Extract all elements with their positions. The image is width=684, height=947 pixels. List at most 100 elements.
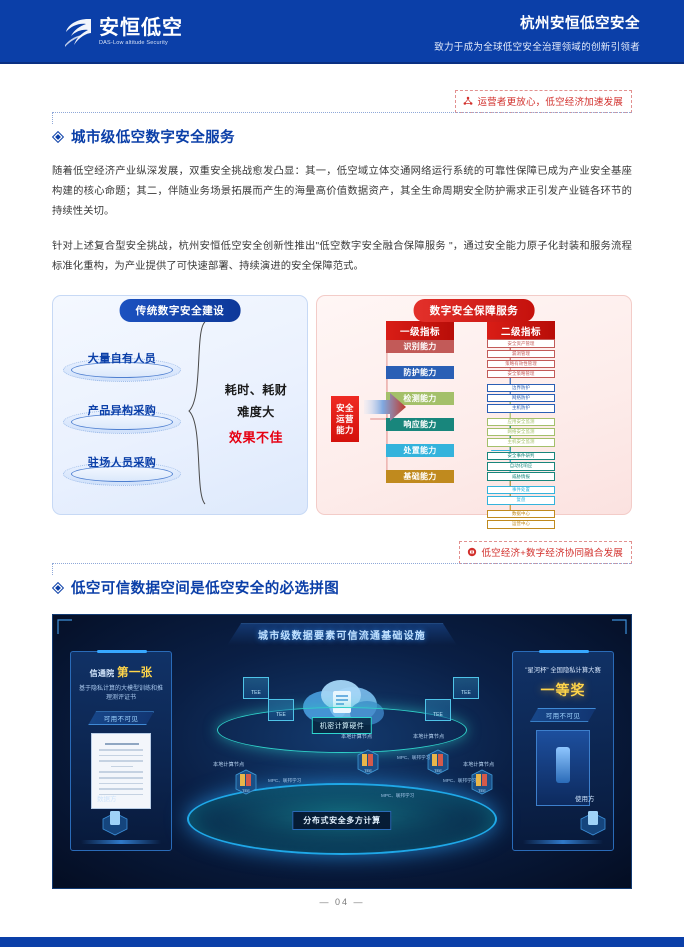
curly-brace-icon bbox=[188, 322, 206, 505]
header-underline bbox=[0, 62, 684, 64]
section2-tag-label: 低空经济+数字经济协同融合发展 bbox=[481, 548, 623, 560]
compute-node-label: 本地计算节点 bbox=[413, 734, 445, 741]
compute-node-icon: TEE bbox=[471, 769, 493, 795]
platform-label: 分布式安全多方计算 bbox=[292, 811, 392, 831]
traditional-item: 驻场人员采购 bbox=[63, 454, 185, 487]
right-card-title: "星河杯" 全国隐私计算大赛 bbox=[525, 667, 601, 675]
sub-indicator-box: 应用安全监测 bbox=[487, 417, 555, 427]
capability-box: 防护能力 bbox=[386, 366, 454, 380]
capability-box: 检测能力 bbox=[386, 392, 454, 406]
section1-tag-row: 运营者更放心，低空经济加速发展 bbox=[52, 64, 632, 113]
cylinder-inner bbox=[71, 362, 173, 379]
sub-indicator-box: 主机安全监测 bbox=[487, 438, 555, 447]
right-arrow-icon bbox=[364, 393, 406, 422]
data-consumer-label: 使用方 bbox=[575, 796, 595, 804]
data-provider-label: 数据方 bbox=[97, 796, 117, 804]
mpc-label: MPC、联邦学习 bbox=[397, 755, 431, 761]
sub-indicator-label: 复盘 bbox=[516, 497, 526, 503]
sub-indicator-label: 事件处置 bbox=[512, 487, 530, 493]
left-card-title-big: 第一张 bbox=[117, 667, 153, 680]
sub-indicator-label: 自动化响应 bbox=[509, 463, 533, 469]
sub-indicator-box: 网络防护 bbox=[487, 393, 555, 403]
section1-tag: 运营者更放心，低空经济加速发展 bbox=[455, 90, 632, 113]
sub-indicator-box: 漏洞管理 bbox=[487, 349, 555, 359]
svg-text:TEE: TEE bbox=[434, 768, 442, 773]
swoosh-logo-icon bbox=[65, 19, 91, 47]
page-number: — 04 — bbox=[319, 897, 365, 907]
sub-indicator-box: 运营中心 bbox=[487, 520, 555, 529]
brand-logo: 安恒低空 DAS-Low altitude Security bbox=[62, 16, 183, 48]
traditional-item-list: 大量自有人员 产品异构采购 驻场人员采购 bbox=[53, 318, 185, 508]
section2-tag-row: 低空经济+数字经济协同融合发展 bbox=[52, 515, 632, 565]
corner-bracket-left-icon bbox=[57, 619, 72, 635]
traditional-item: 大量自有人员 bbox=[63, 350, 185, 383]
traditional-item: 产品异构采购 bbox=[63, 402, 185, 435]
left-card-title-prefix: 信通院 bbox=[89, 669, 115, 679]
compute-node: TEE bbox=[425, 747, 451, 777]
svg-text:TEE: TEE bbox=[242, 788, 250, 793]
svg-text:TEE: TEE bbox=[364, 768, 372, 773]
sub-indicator-box: 威胁情报 bbox=[487, 472, 555, 481]
core-line-1: 安全 bbox=[336, 403, 354, 414]
section2-heading: 低空可信数据空间是低空安全的必选拼图 bbox=[52, 577, 632, 598]
compute-node-label: 本地计算节点 bbox=[213, 762, 245, 769]
traditional-panel: 传统数字安全建设 大量自有人员 产品异构采购 bbox=[52, 295, 308, 516]
traditional-item-label: 大量自有人员 bbox=[87, 353, 157, 366]
cylinder-inner bbox=[71, 466, 173, 483]
section2-divider bbox=[52, 563, 632, 576]
sub-indicator-box: 策略有效性管理 bbox=[487, 359, 555, 369]
tee-node: TEE bbox=[453, 677, 479, 700]
section2-title: 低空可信数据空间是低空安全的必选拼图 bbox=[71, 581, 340, 598]
mpc-label: MPC、联邦学习 bbox=[268, 778, 302, 784]
sub-indicator-box: 安全事件研判 bbox=[487, 451, 555, 461]
header-title-block: 杭州安恒低空安全 致力于成为全球低空安全治理领域的创新引领者 bbox=[434, 12, 640, 53]
core-line-3: 能力 bbox=[336, 424, 354, 435]
cylinder-inner bbox=[71, 414, 173, 431]
diamond-bullet-icon bbox=[52, 130, 64, 143]
figure-title-bar bbox=[227, 623, 457, 645]
section1-paragraph-1: 随着低空经济产业纵深发展，双重安全挑战愈发凸显：其一，低空域立体交通网络运行系统… bbox=[52, 166, 632, 218]
compute-node-icon: TEE bbox=[427, 749, 449, 775]
sub-indicator-box: 自动化响应 bbox=[487, 462, 555, 471]
compute-node-label: 本地计算节点 bbox=[463, 762, 495, 769]
compute-node-label: 本地计算节点 bbox=[341, 734, 373, 741]
tee-node: TEE bbox=[243, 677, 269, 700]
sub-indicator-label: 安全资产管理 bbox=[507, 340, 535, 346]
result-bad: 效果不佳 bbox=[228, 429, 283, 445]
device-icon bbox=[102, 811, 128, 836]
section1-paragraph-2: 针对上述复合型安全挑战，杭州安恒低空安全创新性推出"低空数字安全融合保障服务 "… bbox=[52, 241, 632, 273]
sub-indicator-label: 策略有效性管理 bbox=[505, 361, 537, 367]
sub-indicator-box: 复盘 bbox=[487, 496, 555, 505]
brace-region bbox=[185, 318, 211, 508]
compute-platform bbox=[187, 783, 497, 856]
sub-indicator-box: 数据中心 bbox=[487, 509, 555, 519]
sub-indicator-label: 边界防护 bbox=[512, 384, 530, 390]
traditional-panel-caption: 传统数字安全建设 bbox=[119, 299, 241, 323]
sub-indicator-label: 运营中心 bbox=[512, 521, 530, 527]
header-subtitle: 致力于成为全球低空安全治理领域的创新引领者 bbox=[434, 41, 640, 53]
left-card-footer-glow bbox=[81, 840, 161, 845]
sub-indicator-box: 事件处置 bbox=[487, 485, 555, 495]
page-header: 安恒低空 DAS-Low altitude Security 杭州安恒低空安全 … bbox=[0, 0, 684, 64]
compute-node: TEE bbox=[233, 767, 259, 797]
capability-box: 处置能力 bbox=[386, 444, 454, 458]
orbit-ring bbox=[217, 707, 467, 754]
column-header-level1: 一级指标 bbox=[386, 321, 454, 341]
logo-text-en: DAS-Low altitude Security bbox=[99, 39, 168, 46]
core-capability-box: 安全 运营 能力 bbox=[331, 396, 359, 443]
capability-diagram: 传统数字安全建设 大量自有人员 产品异构采购 bbox=[52, 295, 632, 529]
section1-divider bbox=[52, 112, 632, 124]
sub-indicator-label: 数据中心 bbox=[512, 511, 530, 517]
certificate-icon bbox=[91, 733, 151, 810]
right-card-award: 一等奖 bbox=[540, 681, 586, 698]
right-card-chip: 可用不可见 bbox=[530, 708, 596, 722]
capability-box: 响应能力 bbox=[386, 418, 454, 432]
sub-indicator-label: 主机防护 bbox=[512, 405, 530, 411]
compute-node-icon: TEE bbox=[235, 769, 257, 795]
left-card-title: 信通院 第一张 bbox=[71, 664, 171, 680]
section1-title: 城市级低空数字安全服务 bbox=[71, 130, 235, 146]
core-line-2: 运营 bbox=[336, 414, 354, 425]
sub-indicator-box: 网络安全监测 bbox=[487, 427, 555, 437]
data-provider-device bbox=[100, 805, 130, 839]
target-icon bbox=[468, 548, 477, 557]
